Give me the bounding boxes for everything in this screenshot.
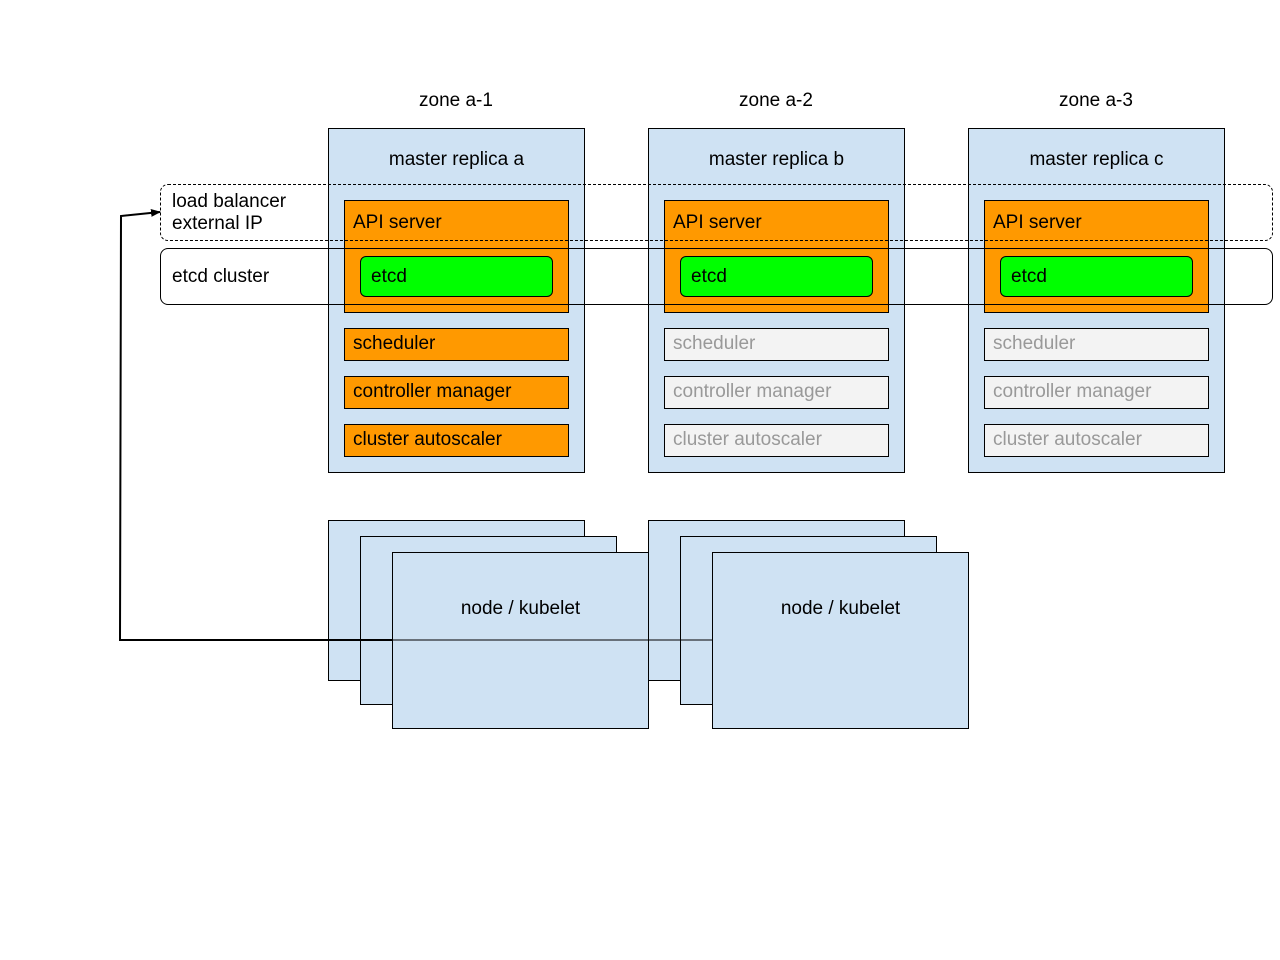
load-balancer-label: load balancer external IP	[172, 191, 286, 235]
etcd-cluster-label: etcd cluster	[172, 266, 270, 287]
load-balancer-region	[160, 184, 1273, 241]
load-balancer-label-line1: load balancer	[172, 191, 287, 212]
node-stack-2-front: node / kubelet	[712, 552, 969, 729]
load-balancer-label-line2: external IP	[172, 213, 263, 234]
node-kubelet-label-2: node / kubelet	[780, 598, 901, 619]
master-replica-a-title: master replica a	[388, 149, 525, 170]
controller-manager-b: controller manager	[664, 376, 889, 409]
master-replica-c-title: master replica c	[1029, 149, 1164, 170]
etcd-cluster-region	[160, 248, 1273, 305]
cluster-autoscaler-a: cluster autoscaler	[344, 424, 569, 457]
scheduler-b: scheduler	[664, 328, 889, 361]
zone-label-a2: zone a-2	[739, 90, 813, 111]
node-stack-1-front: node / kubelet	[392, 552, 649, 729]
master-replica-b-title: master replica b	[708, 149, 845, 170]
scheduler-c: scheduler	[984, 328, 1209, 361]
cluster-autoscaler-b: cluster autoscaler	[664, 424, 889, 457]
etcd-b: etcd	[680, 256, 873, 297]
node-kubelet-label-1: node / kubelet	[460, 598, 581, 619]
zone-label-a3: zone a-3	[1059, 90, 1133, 111]
zone-label-a1: zone a-1	[419, 90, 493, 111]
controller-manager-a: controller manager	[344, 376, 569, 409]
etcd-c: etcd	[1000, 256, 1193, 297]
cluster-autoscaler-c: cluster autoscaler	[984, 424, 1209, 457]
scheduler-a: scheduler	[344, 328, 569, 361]
controller-manager-c: controller manager	[984, 376, 1209, 409]
